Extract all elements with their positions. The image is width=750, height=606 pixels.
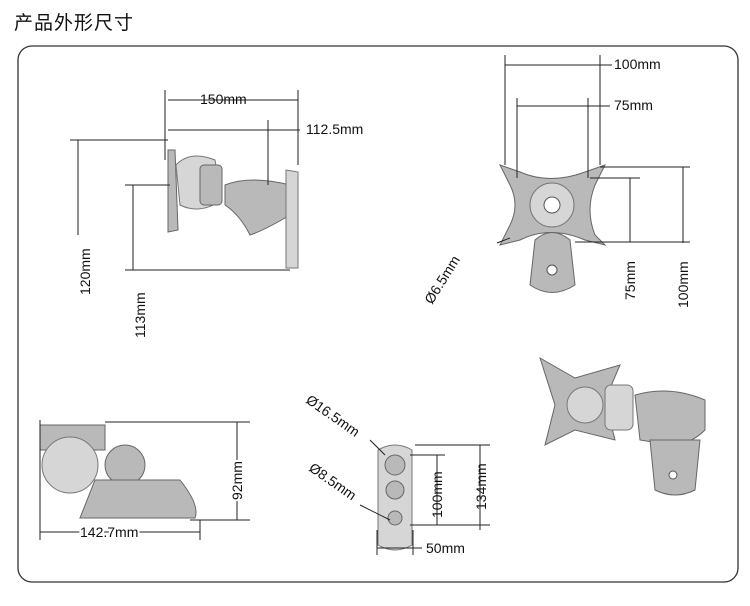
wall-small-hole-label: Ø8.5mm: [306, 459, 359, 503]
front-vesa-outer-v-label: 100mm: [675, 261, 691, 308]
side-width-label: 150mm: [200, 91, 247, 107]
front-hole-label: Ø6.5mm: [421, 253, 463, 307]
wall-plate-view: Ø16.5mm Ø8.5mm 100mm 134mm 50mm: [303, 391, 490, 556]
wall-height-label: 134mm: [473, 463, 489, 510]
bottom-width-label: 142.7mm: [80, 524, 138, 540]
diagram-frame: [17, 45, 739, 583]
side-offset-label: 113mm: [132, 292, 148, 338]
wall-width-label: 50mm: [426, 540, 465, 556]
side-depth-label: 112.5mm: [306, 121, 363, 137]
wall-hole-spacing-label: 100mm: [429, 471, 445, 518]
front-view: 100mm 75mm Ø6.5mm 75mm 100mm: [421, 55, 691, 308]
wall-large-hole-label: Ø16.5mm: [303, 391, 363, 439]
side-height-label: 120mm: [77, 248, 93, 295]
bottom-height-label: 92mm: [229, 461, 245, 500]
side-view: 150mm 112.5mm 120mm 113mm: [70, 90, 363, 338]
bottom-view: 142.7mm 92mm: [39, 420, 250, 542]
front-vesa-outer-label: 100mm: [614, 56, 661, 72]
front-vesa-inner-v-label: 75mm: [622, 261, 638, 300]
front-vesa-inner-label: 75mm: [614, 97, 653, 113]
perspective-view: [539, 356, 706, 496]
page-title: 产品外形尺寸: [14, 12, 135, 34]
